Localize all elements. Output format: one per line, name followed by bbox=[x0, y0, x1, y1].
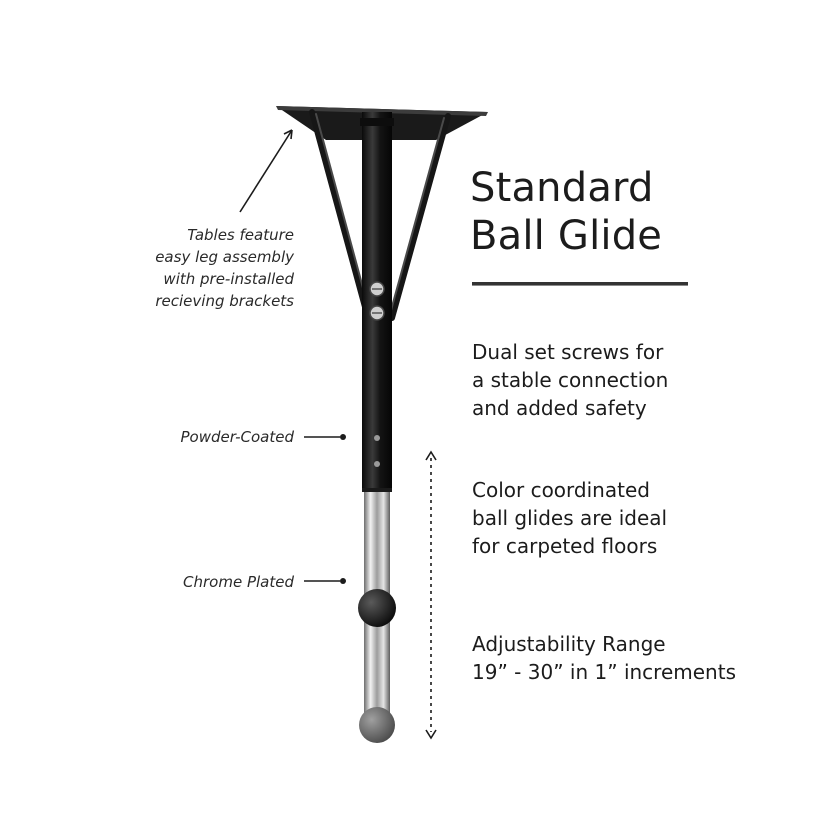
callout-line: easy leg assembly bbox=[155, 248, 294, 266]
feature-line: a stable connection bbox=[472, 368, 669, 392]
tube-joint bbox=[362, 488, 392, 492]
feature-ball-glides: Color coordinated ball glides are ideal … bbox=[472, 476, 667, 560]
feature-line: Color coordinated bbox=[472, 478, 650, 502]
adjustability-range-arrow bbox=[425, 450, 437, 740]
callout-powder-coated: Powder-Coated bbox=[180, 428, 294, 446]
tube-collar bbox=[360, 118, 394, 126]
gray-ball-glide bbox=[359, 707, 395, 743]
adjustment-holes bbox=[374, 435, 380, 467]
assembly-callout-arrow bbox=[239, 129, 293, 213]
dual-set-screws bbox=[369, 281, 385, 321]
feature-line: Dual set screws for bbox=[472, 340, 664, 364]
callout-line: recieving brackets bbox=[155, 292, 294, 310]
title-line-1: Standard bbox=[470, 165, 654, 211]
title-divider bbox=[472, 282, 688, 286]
callout-line: with pre-installed bbox=[163, 270, 294, 288]
callout-chrome-plated: Chrome Plated bbox=[183, 573, 294, 591]
callout-line: Tables feature bbox=[187, 226, 294, 244]
feature-adjustability: Adjustability Range 19” - 30” in 1” incr… bbox=[472, 630, 736, 686]
feature-line: and added safety bbox=[472, 396, 647, 420]
callout-leg-assembly: Tables feature easy leg assembly with pr… bbox=[155, 224, 294, 312]
feature-line: Adjustability Range bbox=[472, 632, 666, 656]
black-ball-glide bbox=[358, 589, 396, 627]
page-title: Standard Ball Glide bbox=[470, 164, 662, 260]
feature-line: 19” - 30” in 1” increments bbox=[472, 660, 736, 684]
title-line-2: Ball Glide bbox=[470, 213, 663, 259]
feature-set-screws: Dual set screws for a stable connection … bbox=[472, 338, 668, 422]
support-struts bbox=[309, 109, 451, 321]
powder-coated-tube bbox=[362, 112, 392, 490]
feature-line: ball glides are ideal bbox=[472, 506, 668, 530]
chrome-plated-leader bbox=[304, 578, 346, 584]
powder-coated-leader bbox=[304, 434, 346, 440]
feature-line: for carpeted floors bbox=[472, 534, 658, 558]
